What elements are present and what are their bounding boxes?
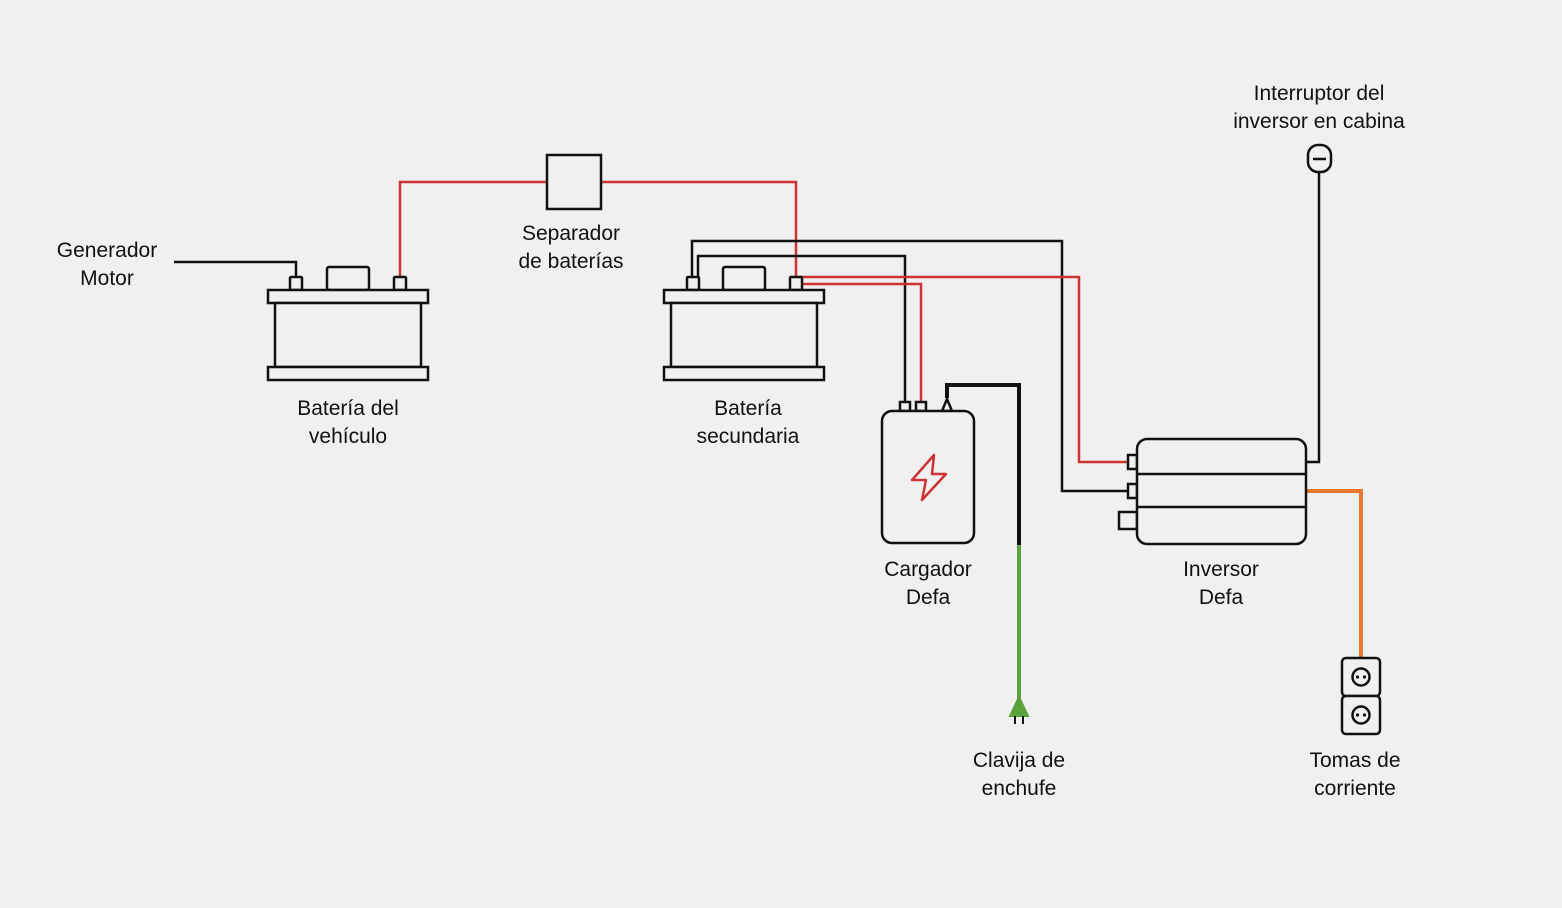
battery-separator-box (545, 153, 603, 211)
separator-label: Separador de baterías (518, 222, 624, 273)
wire-inverter-to-outlets (1306, 489, 1363, 658)
wire-secondary-pos-to-inverter (800, 275, 1130, 464)
secondary-battery-label: Batería secundaria (696, 397, 800, 448)
wire-secondary-pos-to-charger (800, 282, 923, 403)
plug-label: Clavija de enchufe (972, 749, 1066, 800)
wire-generator (174, 260, 298, 277)
wire-charger-ac (945, 383, 1021, 545)
charger-label: Cargador Defa (884, 558, 972, 609)
socket-outlet-icon (1340, 656, 1382, 736)
lightning-bolt-icon (910, 453, 948, 502)
vehicle-battery-label: Batería del vehículo (297, 397, 399, 448)
minus-switch-icon (1306, 143, 1333, 174)
cab-switch-label: Interruptor del inversor en cabina (1233, 82, 1405, 133)
wire-secondary-neg-to-inverter (690, 239, 1130, 493)
charger-unit (880, 395, 976, 545)
secondary-battery-icon (662, 265, 826, 382)
plug-icon (1008, 694, 1030, 724)
wire-secondary-neg-to-charger (696, 254, 907, 403)
wire-separator-to-secondary (601, 180, 798, 277)
wire-switch-to-inverter (1306, 172, 1321, 464)
vehicle-battery-icon (266, 265, 430, 382)
inverter-label: Inversor Defa (1183, 558, 1259, 609)
generator-label: Generador Motor (56, 239, 158, 290)
outlets-label: Tomas de corriente (1309, 749, 1401, 800)
inverter-unit (1117, 437, 1308, 546)
wire-vehicle-to-separator (398, 180, 547, 277)
